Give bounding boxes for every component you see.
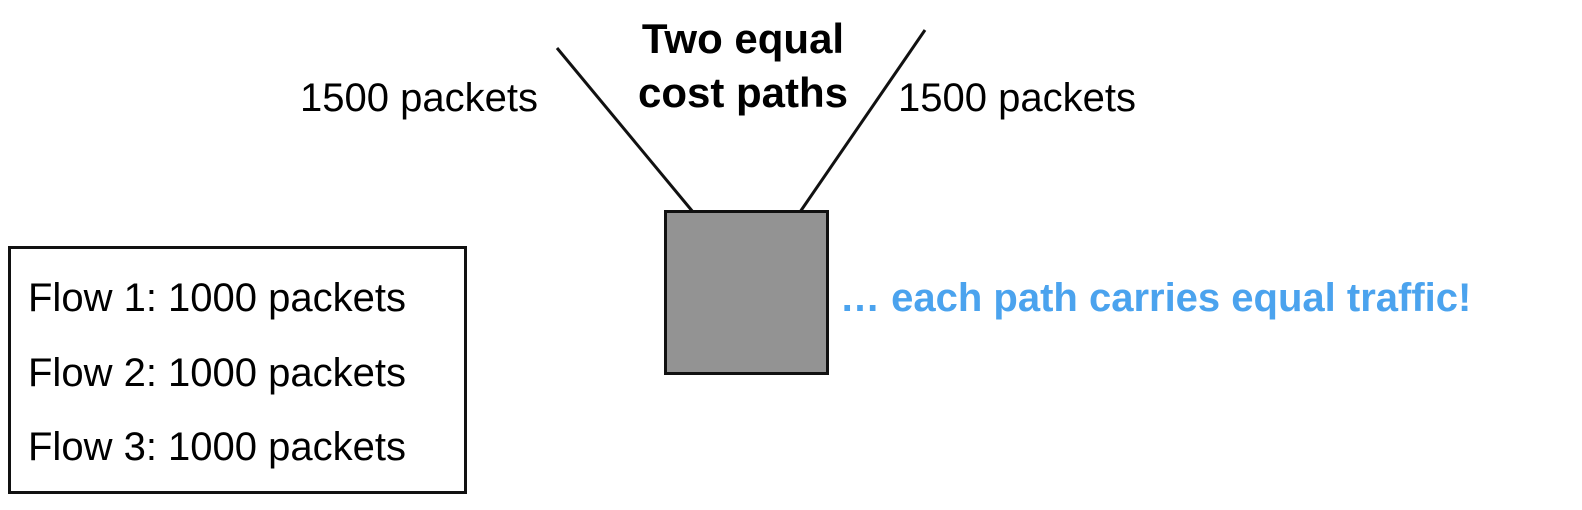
flow-row: Flow 2: 1000 packets <box>28 351 406 395</box>
right-path-line <box>798 29 927 213</box>
diagram-title-line1: Two equal <box>641 15 845 62</box>
flow-row: Flow 3: 1000 packets <box>28 425 406 469</box>
left-path-line <box>555 47 695 213</box>
equal-traffic-callout: … each path carries equal traffic! <box>840 276 1472 320</box>
switch-box-icon <box>664 210 829 375</box>
flow-row: Flow 1: 1000 packets <box>28 276 406 320</box>
left-path-label: 1500 packets <box>300 76 538 120</box>
right-path-label: 1500 packets <box>898 76 1136 120</box>
diagram-title-line2: cost paths <box>637 69 849 116</box>
diagram-title: Two equal cost paths <box>588 12 898 120</box>
flows-box: Flow 1: 1000 packets Flow 2: 1000 packet… <box>8 246 467 494</box>
